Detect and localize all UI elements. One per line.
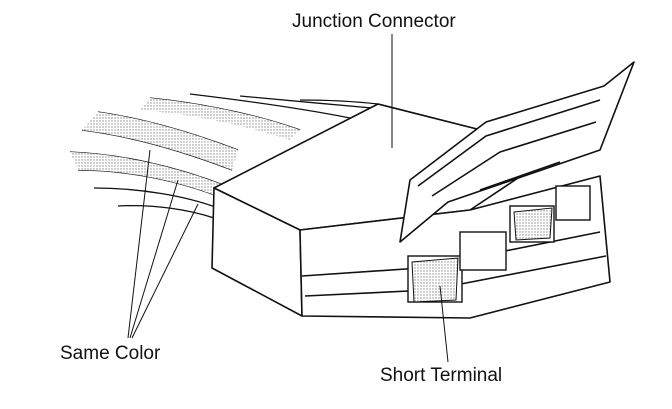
leader-lines: [127, 34, 449, 363]
latch-lid: [399, 61, 635, 243]
short-terminal-label: Short Terminal: [380, 365, 503, 386]
short-terminal-shading: [411, 207, 553, 303]
same-color-label: Same Color: [60, 343, 161, 364]
junction-connector-label: Junction Connector: [292, 11, 456, 32]
wire-shading: [70, 98, 300, 198]
